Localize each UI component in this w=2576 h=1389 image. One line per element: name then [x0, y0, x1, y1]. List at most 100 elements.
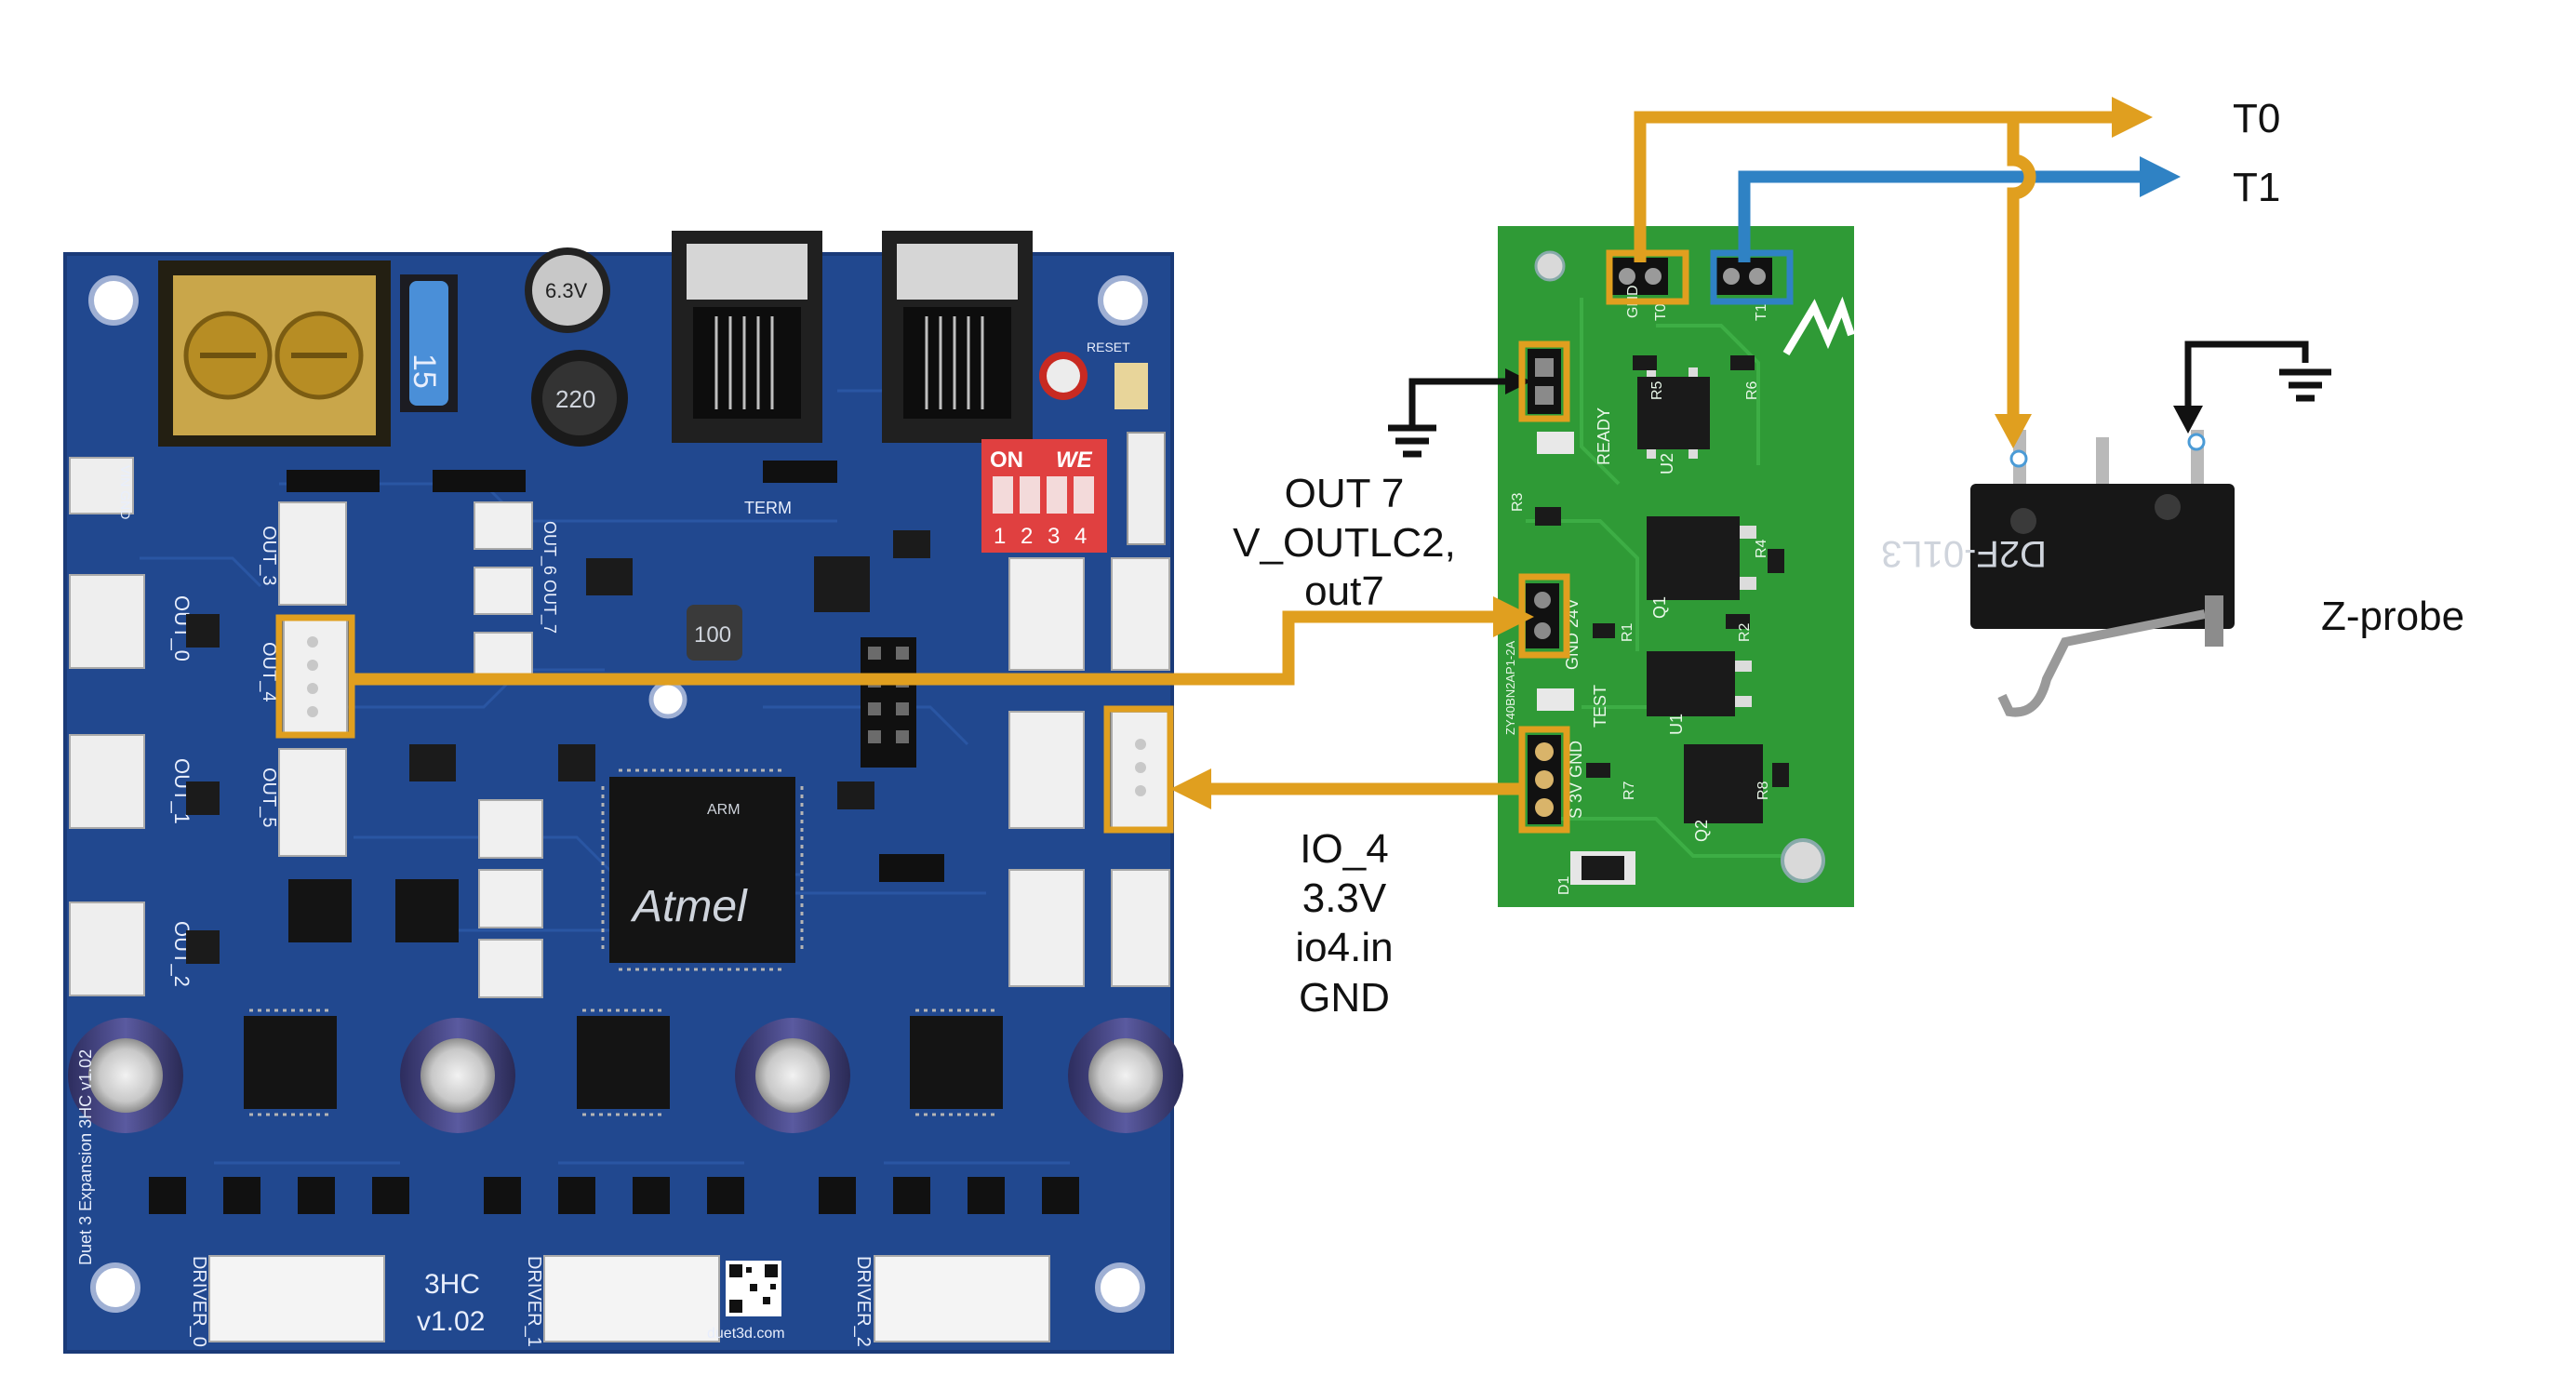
fuse: 15	[400, 274, 458, 412]
label-io4-line2: 3.3V	[1302, 875, 1387, 921]
label-io4-line3: io4.in	[1295, 925, 1393, 970]
arrow-t0	[2112, 97, 2153, 138]
wire-t0-to-switch	[2007, 117, 2036, 419]
chip-q1: Q1	[1650, 596, 1669, 619]
res-r8: R8	[1755, 781, 1771, 800]
site-label: duet3d.com	[707, 1326, 785, 1342]
jumpers	[287, 461, 837, 492]
out4-label: OUT_4	[259, 642, 279, 701]
diode-label: D1	[1556, 875, 1572, 895]
sensor-hole-top	[1534, 250, 1566, 282]
sensor-hole-bottom	[1781, 838, 1825, 883]
dip-number-4: 4	[1074, 524, 1087, 549]
dip-on-label: ON	[990, 447, 1023, 473]
label-out7-line3: out7	[1304, 568, 1384, 614]
right-connectors	[1008, 557, 1170, 987]
switch-model-label: D2F-01L3	[1881, 533, 2047, 574]
logo-icon	[1782, 296, 1855, 356]
bulk-capacitors	[68, 1018, 1183, 1133]
res-r3: R3	[1510, 492, 1526, 512]
led-ready	[1537, 432, 1574, 454]
sensor-traces	[1526, 298, 1805, 858]
chip-u1: U1	[1667, 714, 1686, 735]
dip-number-3: 3	[1048, 524, 1060, 549]
qfn-chips	[288, 879, 459, 942]
res-r4: R4	[1754, 539, 1769, 558]
resistors	[1535, 355, 1789, 787]
rj11-connector-1	[672, 231, 822, 443]
switch-lever	[1997, 609, 2206, 717]
label-out7-line2: V_OUTLC2,	[1233, 520, 1456, 566]
driver2-label: DRIVER_2	[853, 1256, 874, 1347]
ground-symbol-sensor	[1388, 424, 1436, 458]
highlight-ground-pins	[1518, 341, 1570, 422]
out3-label: OUT_3	[259, 526, 279, 585]
res-r2: R2	[1737, 622, 1753, 642]
highlight-t1-pin	[1710, 249, 1794, 305]
switch-body	[1970, 484, 2235, 629]
driver1-label: DRIVER_1	[524, 1256, 544, 1347]
capacitor-top: 6.3V	[525, 247, 610, 333]
wire-sensor-ground	[1408, 378, 1512, 426]
highlight-power-pins	[1518, 573, 1570, 659]
res-r6: R6	[1744, 381, 1760, 400]
sensor-board: GND T0 T1 READY GND 24V ZY40BN2AP1-2A TE…	[1498, 226, 1855, 907]
res-r1: R1	[1620, 622, 1635, 642]
arrow-t1	[2140, 156, 2181, 197]
dip-we-label: WE	[1056, 447, 1093, 473]
small-inductor-label: 100	[694, 622, 731, 648]
dip-number-2: 2	[1021, 524, 1033, 549]
wire-t1	[1738, 170, 2149, 262]
atmel-mcu: ARM Atmel	[601, 768, 804, 971]
label-out7-line1: OUT 7	[1285, 471, 1405, 516]
fuse-label: 15	[407, 354, 442, 389]
annotation-labels: T0 T1 Z-probe OUT 7 V_OUTLC2, out7 IO_4 …	[1233, 96, 2464, 1021]
highlight-io4-connector	[1103, 705, 1174, 834]
mosfet-rows	[149, 1177, 1079, 1214]
inductor-220: 220	[531, 350, 628, 447]
reset-label: RESET	[1087, 340, 1130, 354]
res-r5: R5	[1649, 381, 1665, 400]
model-label: ZY40BN2AP1-2A	[1503, 641, 1517, 735]
mcu-brand-label: Atmel	[630, 882, 748, 931]
wire-switch-ground	[2184, 341, 2309, 409]
vin-label: VIN GND	[118, 465, 133, 519]
driver-connectors: DRIVER_0 DRIVER_1 DRIVER_2	[189, 1255, 1050, 1347]
pin-header	[861, 637, 944, 882]
microswitch: D2F-01L3	[1881, 430, 2235, 717]
inductor-100	[687, 605, 742, 661]
label-t1: T1	[2233, 165, 2280, 210]
driver0-label: DRIVER_0	[189, 1256, 209, 1347]
duet-3hc-board: 15 6.3V 220	[63, 231, 1183, 1354]
led-test	[1537, 688, 1574, 711]
pin-t1-label: T1	[1754, 303, 1769, 321]
out67-label: OUT_6 OUT_7	[540, 521, 559, 634]
chip-q2: Q2	[1692, 820, 1711, 842]
cap-label: 6.3V	[545, 279, 588, 302]
label-t0: T0	[2233, 96, 2280, 141]
label-io4-line4: GND	[1299, 975, 1390, 1021]
label-z-probe: Z-probe	[2321, 594, 2464, 639]
output-connectors: OUT_0 OUT_1 OUT_2	[69, 574, 194, 996]
dip-number-1: 1	[994, 524, 1006, 549]
chip-u2: U2	[1658, 453, 1676, 474]
qr-code: duet3d.com	[707, 1261, 785, 1342]
arrow-switch	[1995, 414, 2032, 448]
highlight-t0-pin	[1606, 249, 1689, 305]
ground-symbol-switch	[2279, 368, 2331, 402]
inductor-label: 220	[555, 385, 595, 413]
board-name: 3HC	[424, 1269, 480, 1300]
side-text: Duet 3 Expansion 3HC v1.02	[76, 1049, 95, 1265]
res-r7: R7	[1622, 781, 1637, 800]
label-io4-line1: IO_4	[1300, 826, 1388, 872]
highlight-io-pins	[1518, 726, 1570, 834]
dip-switch: ON WE 1 2 3 4	[981, 439, 1107, 553]
vin-connector	[69, 457, 134, 514]
mcu-arm-label: ARM	[707, 802, 741, 818]
wire-out7-power	[352, 610, 1498, 686]
chip-leads	[1647, 367, 1756, 707]
out5-label: OUT_5	[259, 768, 279, 827]
temp-connectors	[478, 799, 543, 998]
